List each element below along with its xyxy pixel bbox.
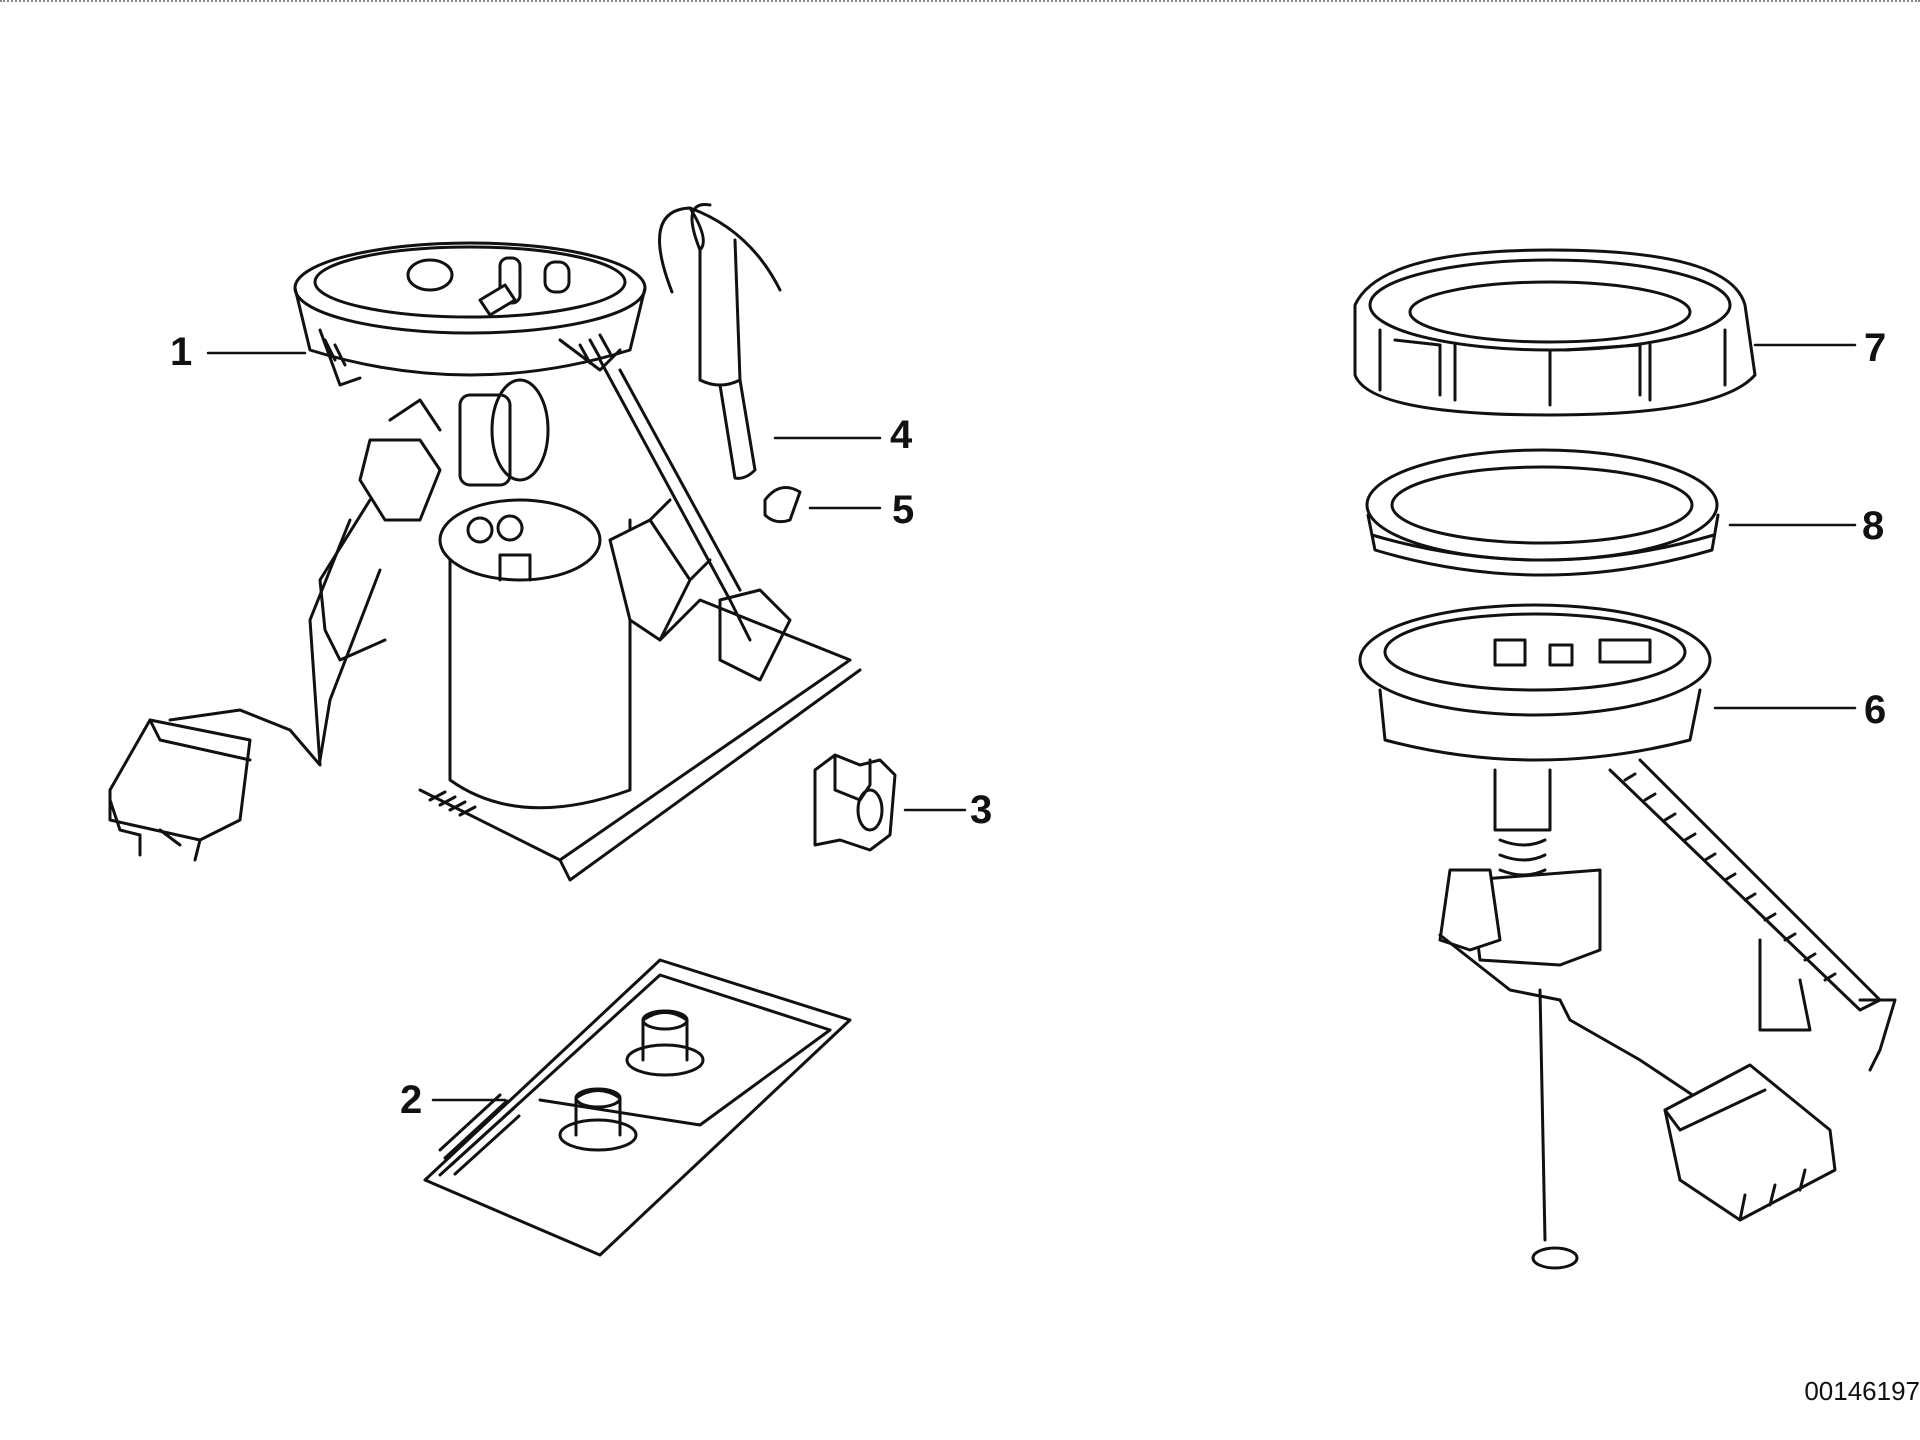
document-number: 00146197 — [1804, 1376, 1920, 1406]
callout-1: 1 — [170, 330, 193, 374]
fuel-pump-assembly-drawing — [108, 241, 862, 882]
callout-2: 2 — [400, 1078, 423, 1122]
leader-lines — [206, 343, 1857, 1102]
hose-clamp-drawing — [763, 486, 802, 524]
callout-4: 4 — [890, 413, 913, 457]
sender-unit-drawing — [1358, 603, 1897, 1270]
clip-drawing — [813, 753, 897, 852]
fuel-hose-drawing — [658, 203, 782, 480]
callout-6: 6 — [1864, 688, 1887, 732]
top-border — [0, 0, 1920, 2]
filter-mat-drawing — [423, 958, 852, 1257]
lock-ring-drawing — [1353, 248, 1757, 417]
callout-8: 8 — [1862, 504, 1885, 548]
seal-ring-drawing — [1365, 448, 1720, 577]
callout-3: 3 — [970, 788, 993, 832]
callout-5: 5 — [892, 488, 915, 532]
callout-7: 7 — [1864, 326, 1887, 370]
